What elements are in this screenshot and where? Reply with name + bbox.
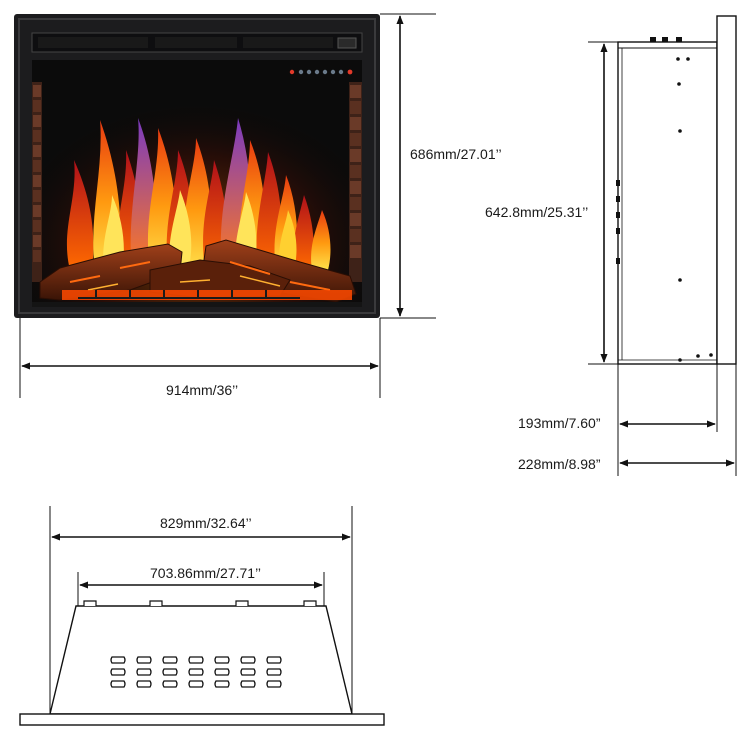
top-view <box>19 600 385 726</box>
side-tabs <box>616 37 713 362</box>
top-outer-dimension <box>49 506 353 714</box>
side-depth-label: 193mm/7.60” <box>518 415 601 431</box>
side-body <box>617 41 718 365</box>
top-tabs <box>83 600 317 606</box>
side-depth-dimension <box>617 364 737 476</box>
side-front-flange <box>716 15 737 365</box>
side-view <box>616 15 737 365</box>
top-vent-slots <box>110 656 282 688</box>
vent-grille-3 <box>243 37 333 48</box>
top-inner-width-label: 703.86mm/27.71’’ <box>150 565 262 581</box>
control-panel-icons <box>289 69 353 75</box>
front-width-dimension <box>19 318 381 398</box>
side-height-label: 642.8mm/25.31’’ <box>485 204 589 220</box>
frame-bevel <box>18 18 376 314</box>
top-body <box>49 605 353 715</box>
front-width-label: 914mm/36’’ <box>166 382 239 398</box>
front-height-dimension <box>380 13 436 319</box>
front-height-label: 686mm/27.01’’ <box>410 146 502 162</box>
top-inner-dimension <box>77 572 325 606</box>
top-front-flange <box>19 713 385 726</box>
left-brick-wall <box>32 82 42 282</box>
side-height-dimension <box>588 41 618 365</box>
vent-switch <box>337 37 357 49</box>
right-brick-wall <box>349 82 362 282</box>
ember-bed <box>62 290 352 300</box>
vent-grille-1 <box>38 37 148 48</box>
front-view <box>14 14 380 318</box>
firebox-bottom-trim <box>32 302 362 307</box>
vent-grille-2 <box>155 37 237 48</box>
grate <box>78 290 300 299</box>
top-outer-width-label: 829mm/32.64’’ <box>160 515 252 531</box>
side-total-depth-label: 228mm/8.98” <box>518 456 601 472</box>
logs <box>39 239 357 303</box>
